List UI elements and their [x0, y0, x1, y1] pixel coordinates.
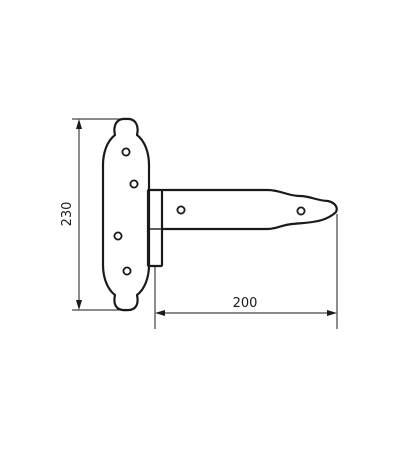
screw-hole-2: [129, 179, 139, 189]
width-arrow-right: [327, 310, 337, 316]
width-arrow-left: [155, 310, 165, 316]
horizontal-strap-outline: [160, 188, 338, 231]
screw-hole-4: [122, 266, 132, 276]
height-dimension: 230: [60, 118, 124, 311]
screw-hole-6: [296, 206, 306, 216]
height-arrow-top: [76, 119, 82, 129]
screw-hole-5: [176, 205, 186, 215]
height-dimension-label: 230: [60, 202, 75, 227]
screw-hole-3: [113, 231, 123, 241]
width-dimension-label: 200: [233, 296, 258, 311]
vertical-leaf-outline: [101, 117, 151, 312]
width-dimension: 200: [154, 214, 338, 329]
screw-hole-1: [121, 147, 131, 157]
height-arrow-bottom: [76, 300, 82, 310]
